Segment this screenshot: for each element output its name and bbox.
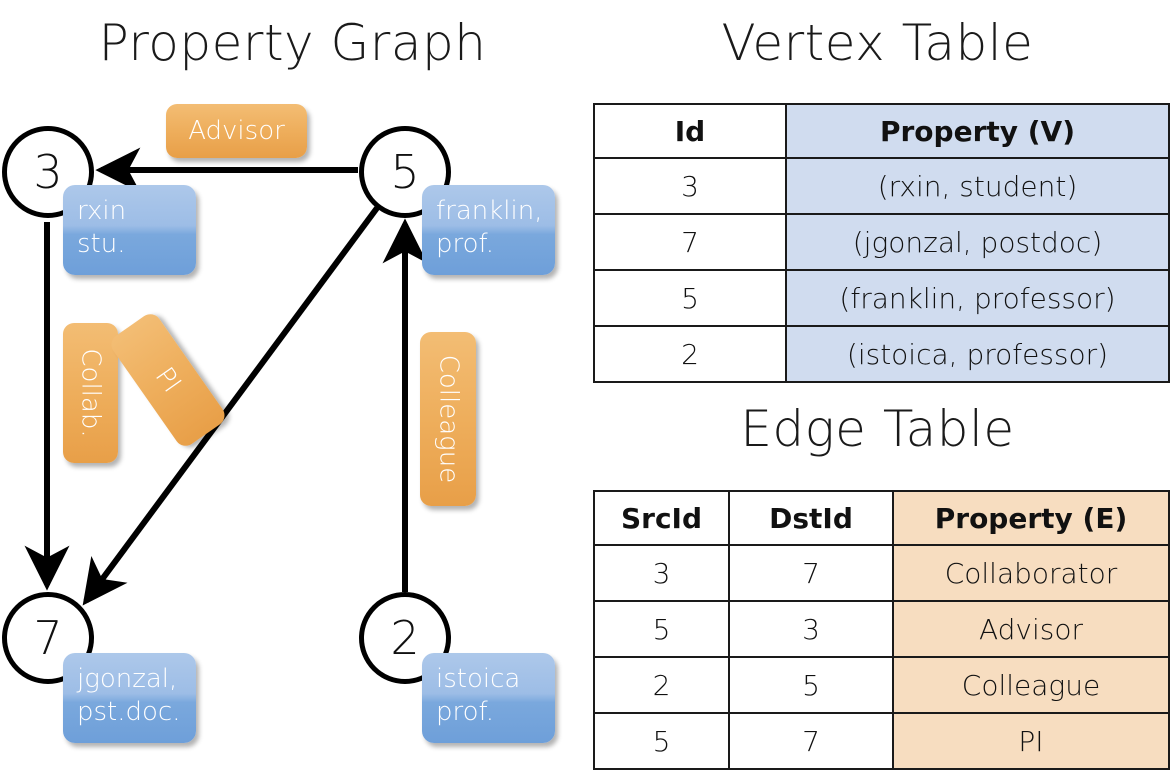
table-row[interactable]: 2 (istoica, professor) — [593, 325, 1170, 383]
edge-label-collab: Collab. — [63, 323, 118, 463]
edge-label-advisor: Advisor — [166, 104, 307, 158]
vertex-row-3-property: (istoica, professor) — [785, 325, 1170, 383]
graph-node-3-label: 3 — [33, 145, 63, 199]
vertex-property-box-3: rxin stu. — [63, 185, 196, 275]
page-title-property-graph: Property Graph — [98, 14, 487, 72]
vertex-row-3-id: 2 — [593, 325, 787, 383]
vertex-property-box-7: jgonzal, pst.doc. — [63, 653, 196, 743]
edge-label-pi-text: PI — [149, 361, 187, 399]
vertex-row-0-id: 3 — [593, 157, 787, 215]
graph-node-7-label: 7 — [33, 611, 63, 665]
edge-row-2-src: 2 — [593, 656, 730, 714]
graph-node-2[interactable]: 2 — [359, 592, 451, 684]
graph-edges — [24, 147, 428, 606]
vertex-table: Id Property (V) 3 (rxin, student) 7 (jgo… — [593, 103, 1170, 383]
vertex-table-panel: Vertex Table Id Property (V) 3 (rxin, st… — [585, 0, 1170, 390]
graph-node-5-label: 5 — [390, 145, 420, 199]
vertex-property-3-line1: rxin — [77, 196, 127, 226]
edge-row-3-dst: 7 — [728, 712, 894, 770]
vertex-property-7-line2: pst.doc. — [77, 697, 181, 728]
edge-table-header-property: Property (E) — [892, 490, 1170, 546]
vertex-row-1-id: 7 — [593, 213, 787, 271]
edge-row-1-dst: 3 — [728, 600, 894, 658]
vertex-property-2-line2: prof. — [436, 697, 495, 728]
vertex-property-box-5: franklin, prof. — [422, 185, 555, 275]
edge-row-2-dst: 5 — [728, 656, 894, 714]
table-row[interactable]: 2 5 Colleague — [593, 656, 1170, 714]
edge-row-0-dst: 7 — [728, 544, 894, 602]
edge-row-0-src: 3 — [593, 544, 730, 602]
vertex-table-header-id: Id — [593, 103, 787, 159]
vertex-property-box-2: istoica prof. — [422, 653, 555, 743]
vertex-property-5-line2: prof. — [436, 229, 495, 260]
edge-row-1-property: Advisor — [892, 600, 1170, 658]
edge-label-colleague-text: Colleague — [433, 354, 464, 484]
edge-label-advisor-text: Advisor — [188, 116, 285, 146]
vertex-property-5-line1: franklin, — [436, 196, 543, 226]
graph-node-5[interactable]: 5 — [359, 126, 451, 218]
table-row[interactable]: 5 3 Advisor — [593, 600, 1170, 658]
graph-node-2-label: 2 — [390, 611, 420, 665]
table-row[interactable]: 7 (jgonzal, postdoc) — [593, 213, 1170, 271]
edge-table: SrcId DstId Property (E) 3 7 Collaborato… — [593, 490, 1170, 770]
table-row[interactable]: 5 (franklin, professor) — [593, 269, 1170, 327]
property-graph-panel: Property Graph 3 5 7 2 rxin stu. frankli… — [0, 0, 585, 760]
edge-row-2-property: Colleague — [892, 656, 1170, 714]
table-row[interactable]: 3 7 Collaborator — [593, 544, 1170, 602]
edge-row-3-property: PI — [892, 712, 1170, 770]
vertex-row-1-property: (jgonzal, postdoc) — [785, 213, 1170, 271]
edge-table-header-srcid: SrcId — [593, 490, 730, 546]
edge-row-0-property: Collaborator — [892, 544, 1170, 602]
vertex-property-2-line1: istoica — [436, 664, 521, 694]
edge-label-colleague: Colleague — [420, 332, 476, 506]
vertex-table-header-property: Property (V) — [785, 103, 1170, 159]
edge-table-title: Edge Table — [740, 400, 1015, 458]
edge-row-3-src: 5 — [593, 712, 730, 770]
vertex-row-2-property: (franklin, professor) — [785, 269, 1170, 327]
vertex-table-header-row: Id Property (V) — [593, 103, 1170, 159]
vertex-property-3-line2: stu. — [77, 229, 126, 260]
vertex-table-title: Vertex Table — [721, 14, 1034, 72]
table-row[interactable]: 3 (rxin, student) — [593, 157, 1170, 215]
edge-table-header-row: SrcId DstId Property (E) — [593, 490, 1170, 546]
edge-row-1-src: 5 — [593, 600, 730, 658]
vertex-property-7-line1: jgonzal, — [77, 664, 178, 694]
vertex-row-0-property: (rxin, student) — [785, 157, 1170, 215]
vertex-row-2-id: 5 — [593, 269, 787, 327]
edge-table-header-dstid: DstId — [728, 490, 894, 546]
edge-5-to-7 — [82, 206, 380, 606]
edge-table-panel: Edge Table SrcId DstId Property (E) 3 7 … — [585, 390, 1170, 770]
edge-label-collab-text: Collab. — [75, 348, 106, 438]
table-row[interactable]: 5 7 PI — [593, 712, 1170, 770]
